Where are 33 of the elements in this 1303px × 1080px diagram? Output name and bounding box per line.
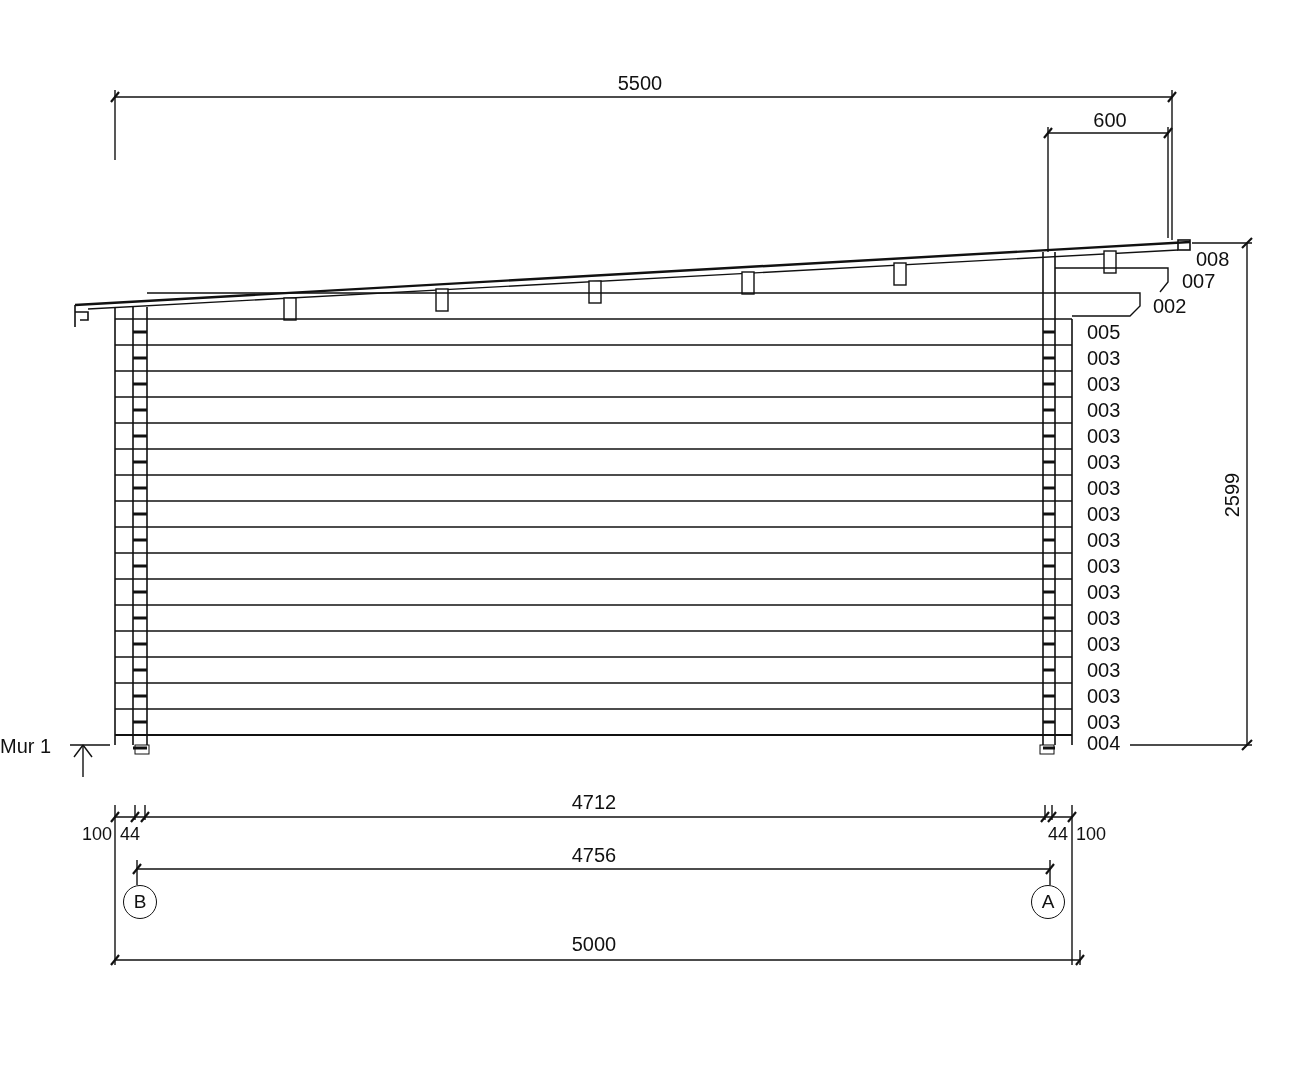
dimension-label: 5000 — [571, 933, 617, 955]
part-number: 003 — [1087, 685, 1121, 707]
part-number: 003 — [1087, 477, 1121, 499]
part-number: 003 — [1087, 373, 1121, 395]
grid-marker: B — [123, 885, 157, 919]
part-number: 007 — [1182, 270, 1216, 292]
part-number: 003 — [1087, 555, 1121, 577]
part-number: 003 — [1087, 633, 1121, 655]
part-number: 003 — [1087, 607, 1121, 629]
dimension-label: 100 — [81, 823, 112, 845]
part-number: 003 — [1087, 711, 1121, 733]
part-number: 003 — [1087, 399, 1121, 421]
part-number: 003 — [1087, 451, 1121, 473]
dimension-label: 600 — [1093, 109, 1127, 131]
part-number: 003 — [1087, 503, 1121, 525]
section-label: Mur 1 — [0, 735, 52, 757]
grid-marker: A — [1031, 885, 1065, 919]
part-number: 004 — [1087, 732, 1121, 754]
part-number: 003 — [1087, 659, 1121, 681]
part-number: 008 — [1196, 248, 1230, 270]
dimension-label: 4756 — [571, 844, 617, 866]
dimension-label: 5500 — [617, 72, 663, 94]
part-number: 003 — [1087, 425, 1121, 447]
part-number: 003 — [1087, 347, 1121, 369]
part-number: 003 — [1087, 581, 1121, 603]
dimension-label: 100 — [1076, 823, 1107, 845]
dimension-label: 4712 — [571, 791, 617, 813]
dimension-label: 44 — [1047, 823, 1068, 845]
dimension-label: 44 — [120, 823, 141, 845]
dimension-label: 2599 — [1221, 472, 1243, 518]
part-number: 002 — [1153, 295, 1187, 317]
part-number: 005 — [1087, 321, 1121, 343]
part-number: 003 — [1087, 529, 1121, 551]
